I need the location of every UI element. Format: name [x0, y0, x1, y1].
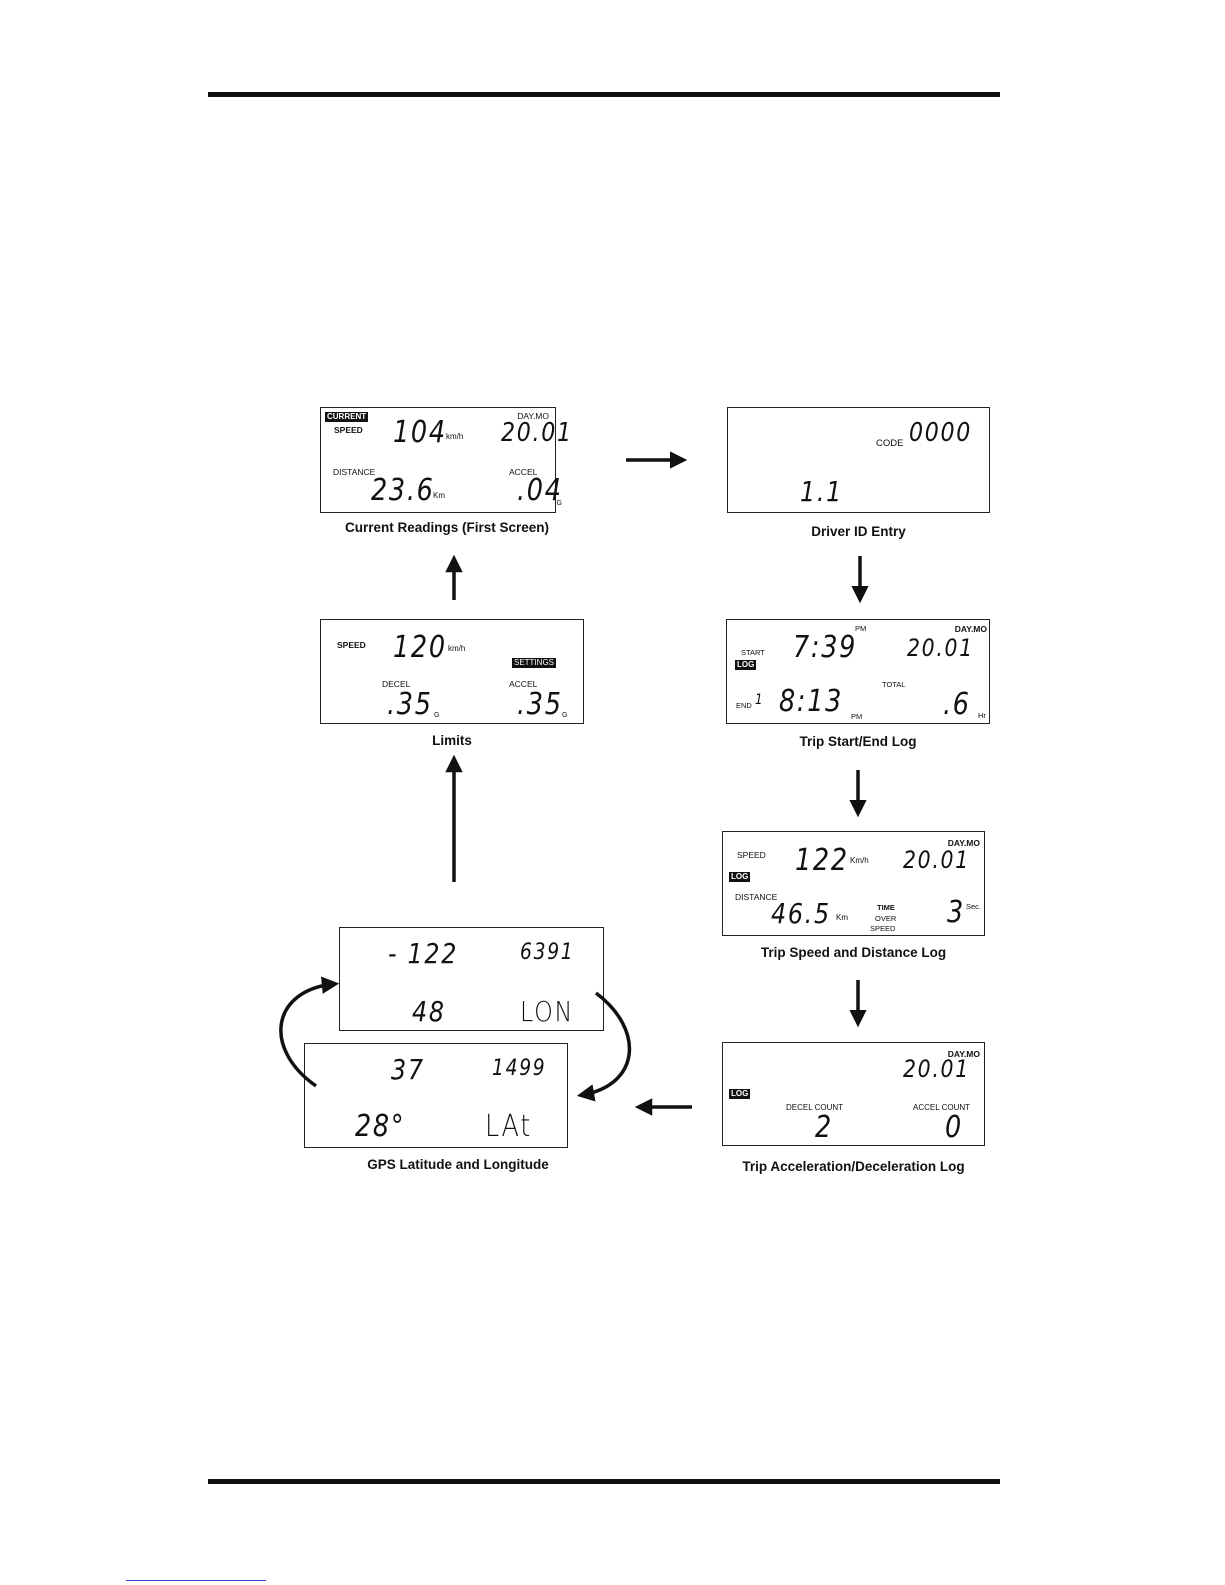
distance-unit: Km — [433, 491, 445, 500]
distance-unit: Km — [836, 913, 848, 922]
lcd-trip-start-end: START LOG 7:39 PM DAY.MO 20.01 END 1 8:1… — [726, 619, 990, 724]
end-time: 8:13 — [779, 684, 844, 719]
decel-label: DECEL — [382, 679, 411, 689]
lcd-speed-distance-log: SPEED LOG 122 Km/h DAY.MO 20.01 DISTANCE… — [722, 831, 985, 936]
date-label: DAY.MO — [954, 624, 987, 634]
distance-label: DISTANCE — [333, 467, 376, 477]
log-badge: LOG — [735, 660, 757, 670]
end-mark: 1 — [755, 692, 765, 708]
lon-tag: LON — [520, 995, 575, 1028]
code-value: 0000 — [909, 418, 973, 448]
arrow-lon-to-lat — [576, 991, 632, 1102]
start-pm: PM — [855, 624, 867, 633]
current-badge: CURRENT — [325, 412, 369, 422]
start-label: START — [741, 648, 765, 657]
caption-speed-distance-log: Trip Speed and Distance Log — [760, 945, 947, 960]
driver-value: 1.1 — [800, 475, 843, 508]
lat-degrees: 37 — [391, 1053, 425, 1086]
speed-value: 120 — [393, 630, 447, 665]
settings-badge: SETTINGS — [512, 658, 557, 668]
lcd-gps-latitude: 37 1499 28° LAt — [304, 1043, 568, 1148]
date-label: DAY.MO — [947, 1049, 980, 1059]
date-label: DAY.MO — [517, 411, 549, 421]
lat-minutes: 1499 — [492, 1056, 547, 1081]
decel-unit: G — [434, 712, 440, 719]
speed-label: SPEED — [737, 850, 766, 860]
lat-tag: LAt — [485, 1109, 532, 1144]
lon-whole: 48 — [412, 995, 446, 1028]
decel-count-label: DECEL COUNT — [786, 1103, 844, 1112]
speed-unit: Km/h — [850, 856, 869, 865]
lcd-accel-decel-log: DAY.MO 20.01 LOG DECEL COUNT 2 ACCEL COU… — [722, 1042, 985, 1146]
decel-value: .35 — [387, 687, 433, 722]
caption-current-readings: Current Readings (First Screen) — [344, 520, 550, 535]
accel-unit: G — [562, 712, 568, 719]
top-rule — [208, 92, 1000, 97]
accel-value: .04 — [517, 473, 563, 508]
total-value: .6 — [943, 687, 971, 722]
code-label: CODE — [876, 438, 904, 449]
date-value: 20.01 — [907, 634, 974, 662]
accel-count-value: 0 — [945, 1110, 963, 1145]
caption-trip-start-end: Trip Start/End Log — [799, 734, 917, 749]
date-value: 20.01 — [903, 846, 970, 874]
start-time: 7:39 — [793, 630, 858, 665]
caption-driver-id: Driver ID Entry — [811, 524, 906, 539]
caption-accel-decel-log: Trip Acceleration/Deceleration Log — [742, 1159, 965, 1174]
speed-unit: km/h — [446, 432, 464, 441]
caption-gps: GPS Latitude and Longitude — [367, 1157, 549, 1172]
date-value: 20.01 — [903, 1055, 970, 1083]
total-unit: Hr — [978, 711, 986, 720]
seconds-value: 3 — [947, 895, 965, 930]
over-label: OVER — [875, 914, 897, 923]
lcd-gps-longitude: - 122 6391 48 LON — [339, 927, 604, 1031]
accel-count-label: ACCEL COUNT — [913, 1103, 971, 1112]
speed-value: 104 — [393, 415, 447, 450]
footer-link-line — [126, 1580, 266, 1581]
date-value: 20.01 — [501, 418, 573, 448]
seconds-unit: Sec. — [966, 902, 982, 911]
accel-unit: G — [556, 500, 562, 507]
arrow-lat-to-lon — [279, 976, 340, 1088]
accel-label: ACCEL — [509, 467, 538, 477]
distance-value: 46.5 — [771, 897, 831, 930]
bottom-rule — [208, 1479, 1000, 1484]
log-badge: LOG — [729, 872, 751, 882]
speed-label: SPEED — [337, 640, 366, 650]
lcd-current-readings: CURRENT SPEED 104 km/h DAY.MO 20.01 DIST… — [320, 407, 571, 513]
end-pm: PM — [851, 712, 863, 721]
lcd-driver-id: CODE 0000 1.1 — [727, 407, 990, 513]
caption-limits: Limits — [432, 733, 472, 748]
accel-value: .35 — [517, 687, 563, 722]
lcd-limits: SPEED 120 km/h SETTINGS DECEL .35 G ACCE… — [320, 619, 584, 724]
over-speed-label: SPEED — [870, 924, 896, 933]
speed-label: SPEED — [334, 425, 363, 435]
speed-value: 122 — [795, 843, 849, 878]
distance-label: DISTANCE — [735, 892, 778, 902]
distance-value: 23.6 — [371, 473, 435, 508]
log-badge: LOG — [729, 1089, 751, 1099]
time-label: TIME — [877, 903, 895, 912]
total-label: TOTAL — [882, 680, 906, 689]
end-label: END — [736, 701, 752, 710]
accel-label: ACCEL — [509, 679, 538, 689]
speed-unit: km/h — [448, 644, 466, 653]
decel-count-value: 2 — [815, 1110, 833, 1145]
date-label: DAY.MO — [947, 838, 980, 848]
lon-degrees: - 122 — [388, 937, 459, 970]
lon-minutes: 6391 — [520, 940, 575, 965]
lat-whole: 28° — [355, 1109, 406, 1144]
